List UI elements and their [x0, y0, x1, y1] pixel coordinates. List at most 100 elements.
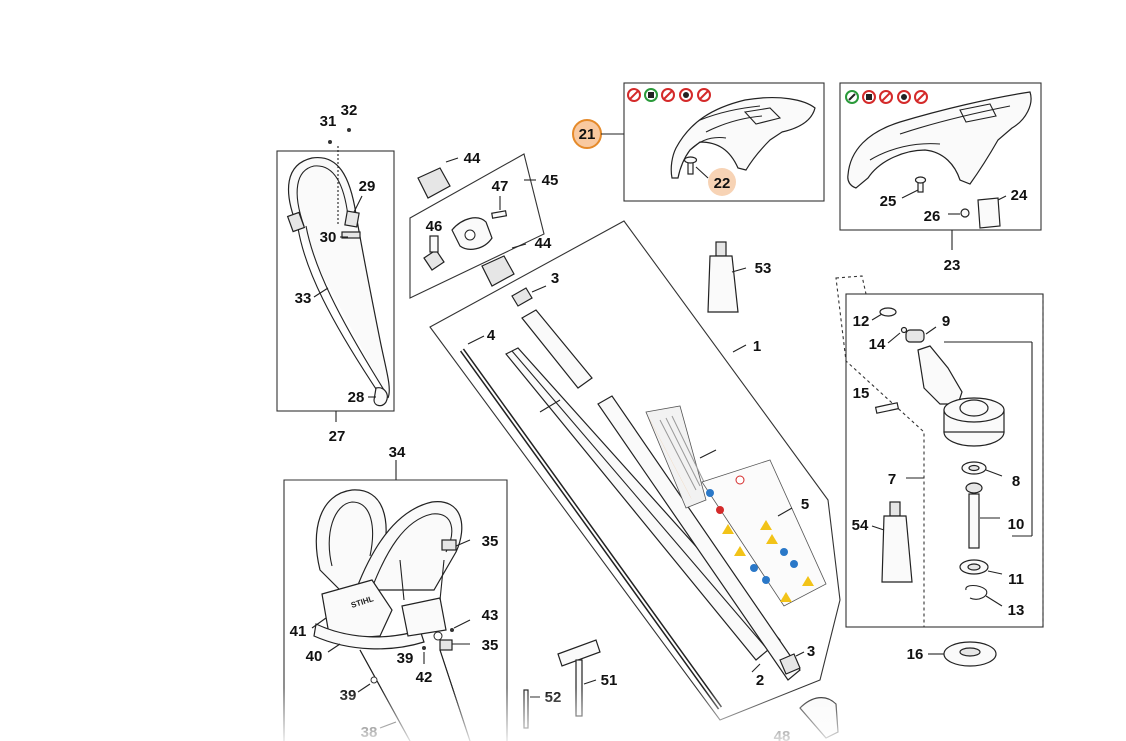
- screw-14[interactable]: [900, 326, 908, 334]
- info-icon: [750, 564, 758, 572]
- callout-52: 52: [545, 689, 562, 706]
- callout-33[interactable]: 33: [295, 290, 312, 307]
- callout-22[interactable]: 22: [714, 175, 731, 192]
- gearhead-group-7: 12 14 9 15 8 10 11: [835, 275, 1044, 628]
- cap-3-top[interactable]: [511, 287, 533, 307]
- callout-39-right[interactable]: 39: [397, 650, 414, 667]
- callout-35-top[interactable]: 35: [482, 533, 499, 550]
- knob-46[interactable]: [423, 249, 445, 271]
- callout-45[interactable]: 45: [542, 172, 559, 189]
- callout-41[interactable]: 41: [290, 623, 307, 640]
- callout-47[interactable]: 47: [492, 178, 509, 195]
- warning-icon: [760, 520, 772, 530]
- warning-icon: [766, 534, 778, 544]
- warning-icon: [734, 546, 746, 556]
- harness-34-box: [283, 479, 508, 741]
- callout-25[interactable]: 25: [880, 193, 897, 210]
- callout-54: 54: [852, 517, 869, 534]
- shroud-21-box: [623, 82, 825, 202]
- screw-47[interactable]: [491, 210, 508, 219]
- shroud-kit-23-box: [839, 82, 1042, 231]
- decal-shaft[interactable]: [645, 405, 707, 509]
- prohibit-icon: [735, 475, 745, 485]
- pin-52[interactable]: 52: [523, 689, 562, 729]
- callout-35-bottom[interactable]: 35: [482, 637, 499, 654]
- callout-43[interactable]: 43: [482, 607, 499, 624]
- callout-4[interactable]: 4: [487, 327, 496, 344]
- plate-24[interactable]: [977, 197, 1001, 229]
- callout-11[interactable]: 11: [1008, 571, 1024, 588]
- bolt-15[interactable]: [874, 402, 900, 414]
- shaft-group-1: 1 3 4 2: [429, 220, 841, 721]
- washer-12[interactable]: [879, 307, 897, 317]
- drive-rod-4[interactable]: [461, 349, 721, 709]
- callout-21[interactable]: 21: [579, 126, 596, 143]
- callout-51: 51: [601, 672, 618, 689]
- callout-46[interactable]: 46: [426, 218, 443, 235]
- hip-belt[interactable]: [313, 623, 425, 650]
- callout-44-bottom[interactable]: 44: [535, 235, 552, 252]
- callout-14[interactable]: 14: [869, 336, 886, 353]
- callout-29[interactable]: 29: [359, 178, 376, 195]
- callout-10[interactable]: 10: [1008, 516, 1025, 533]
- callout-13[interactable]: 13: [1008, 602, 1025, 619]
- info-icon: [790, 560, 798, 568]
- deflector-48[interactable]: 48: [774, 697, 839, 741]
- callout-2[interactable]: 2: [756, 672, 764, 689]
- callout-32[interactable]: 32: [341, 102, 358, 119]
- info-icon: [706, 489, 714, 497]
- clamp-44-top[interactable]: [417, 167, 451, 199]
- screw-26[interactable]: [960, 208, 970, 218]
- callout-34[interactable]: 34: [389, 444, 406, 461]
- clamp-44-bottom[interactable]: [481, 255, 515, 287]
- prohibit-icon: [716, 506, 724, 514]
- strap-group-27: 31 32 29 30 33 28 27: [276, 102, 395, 445]
- callout-7[interactable]: 7: [888, 471, 896, 488]
- callout-23[interactable]: 23: [944, 257, 961, 274]
- grease-54[interactable]: 54: [852, 501, 913, 583]
- gear-housing[interactable]: [917, 345, 963, 405]
- shroud-group-21: 21 22: [572, 82, 825, 202]
- decal-5[interactable]: [701, 459, 827, 607]
- shaft-10[interactable]: [968, 493, 980, 549]
- callout-31[interactable]: 31: [320, 113, 337, 130]
- info-icon: [780, 548, 788, 556]
- callout-28[interactable]: 28: [348, 389, 365, 406]
- callout-16: 16: [907, 646, 924, 663]
- buckle-35-bottom[interactable]: [439, 639, 453, 651]
- callout-12[interactable]: 12: [853, 313, 870, 330]
- callout-5[interactable]: 5: [801, 496, 809, 513]
- callout-15[interactable]: 15: [853, 385, 870, 402]
- carrying-plate[interactable]: [401, 597, 447, 637]
- thrust-plate-16[interactable]: 16: [907, 641, 997, 667]
- shroud-23-icons: [845, 90, 928, 104]
- grease-53[interactable]: 53: [707, 241, 771, 313]
- sleeve-9[interactable]: [905, 329, 925, 343]
- callout-1[interactable]: 1: [753, 338, 761, 355]
- callout-9[interactable]: 9: [942, 313, 950, 330]
- harness-group-34: 34 STIHL 35 35 43 42 39: [283, 444, 508, 741]
- wrench-51[interactable]: 51: [557, 639, 618, 717]
- callout-42[interactable]: 42: [416, 669, 433, 686]
- cap-3-bottom[interactable]: [779, 653, 801, 675]
- callout-30[interactable]: 30: [320, 229, 337, 246]
- shoulder-pad-right[interactable]: [355, 501, 463, 591]
- callout-26[interactable]: 26: [924, 208, 941, 225]
- snap-hook-28[interactable]: [373, 387, 388, 407]
- callout-40[interactable]: 40: [306, 648, 323, 665]
- gearhead-7-box: [845, 293, 1044, 628]
- callout-38[interactable]: 38: [361, 724, 378, 741]
- trimmer-shroud-kit[interactable]: [847, 91, 1032, 189]
- callout-8[interactable]: 8: [1012, 473, 1020, 490]
- buckle-35-top[interactable]: [441, 539, 457, 551]
- callout-39-left[interactable]: 39: [340, 687, 357, 704]
- callout-3-top[interactable]: 3: [551, 270, 559, 287]
- callout-44-top[interactable]: 44: [464, 150, 481, 167]
- callout-22-highlight[interactable]: [708, 168, 736, 196]
- callout-27[interactable]: 27: [329, 428, 346, 445]
- callout-3-bottom[interactable]: 3: [807, 643, 815, 660]
- circlip-13[interactable]: [965, 584, 988, 600]
- callout-24[interactable]: 24: [1011, 187, 1028, 204]
- info-icon: [762, 576, 770, 584]
